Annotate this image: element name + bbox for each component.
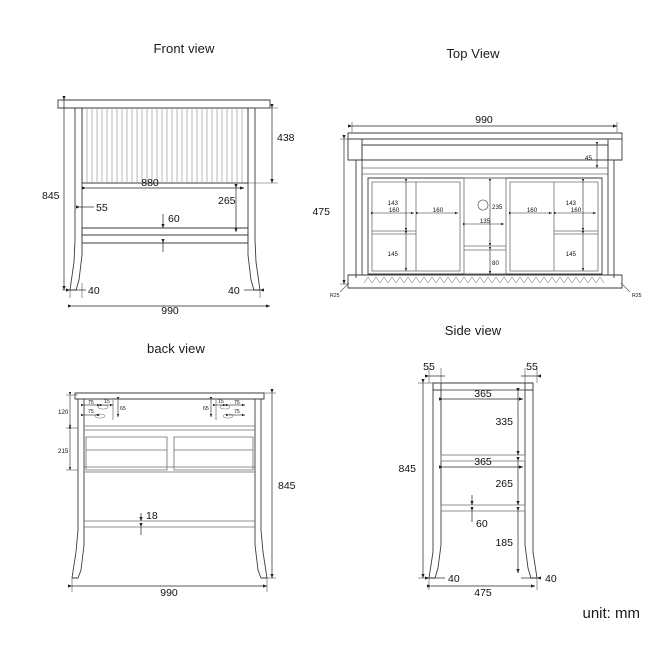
side-dim-365-upper: 365	[474, 388, 492, 400]
side-dim-55-right: 55	[526, 361, 538, 373]
front-top-board	[57, 99, 271, 109]
top-dim-235: 235	[492, 204, 503, 211]
side-shelf-lower	[440, 504, 526, 512]
front-view-title: Front view	[153, 41, 215, 56]
top-dim-160-r1: 160	[527, 207, 538, 214]
top-dim-145-right: 145	[566, 251, 577, 258]
side-dim-335: 335	[495, 416, 513, 428]
top-dim-475: 475	[312, 206, 330, 218]
top-cell-left	[371, 181, 461, 272]
top-dim-145-left: 145	[388, 251, 399, 258]
back-view-title: back view	[147, 341, 205, 356]
front-mid-rail	[81, 227, 249, 236]
front-view-group: 845 438 880 55 265 60	[42, 95, 295, 317]
front-dim-438: 438	[277, 132, 295, 144]
top-center-column	[463, 177, 507, 275]
top-dim-143-right: 143	[566, 200, 577, 207]
top-dim-r25-left: R25	[330, 293, 340, 299]
unit-label: unit: mm	[582, 605, 640, 622]
front-dim-845: 845	[42, 190, 60, 202]
front-dim-40-left: 40	[88, 285, 100, 297]
top-dim-r25-right: R25	[632, 293, 642, 299]
side-view-group: 55 55 845 365 335 365 265	[398, 361, 556, 599]
back-dim-18: 18	[146, 510, 158, 522]
side-dim-40-right: 40	[545, 573, 557, 585]
top-dim-135: 135	[480, 218, 491, 225]
top-apron	[361, 144, 609, 161]
back-dim-990: 990	[160, 587, 178, 599]
back-detail-left: 75 15 65 75	[81, 397, 126, 420]
top-dim-160-l2: 160	[433, 207, 444, 214]
top-view-group: 990	[312, 114, 641, 299]
top-dim-143-left: 143	[388, 200, 399, 207]
top-board	[347, 132, 623, 140]
side-dim-40-left: 40	[448, 573, 460, 585]
back-compartment-right	[173, 436, 254, 471]
top-view-title: Top View	[446, 46, 500, 61]
top-dim-80: 80	[492, 260, 499, 267]
top-corner-right	[607, 138, 623, 161]
top-interior-frame	[367, 177, 603, 275]
side-dim-185: 185	[495, 537, 513, 549]
back-detail-75c: 75	[234, 400, 240, 406]
side-dim-60: 60	[476, 518, 488, 530]
front-leg-left	[69, 107, 83, 291]
back-dim-215: 215	[58, 448, 69, 455]
back-detail-75d: 75	[234, 409, 240, 415]
side-shelf-upper	[440, 454, 526, 462]
side-dim-265: 265	[495, 478, 513, 490]
top-dim-45: 45	[585, 155, 592, 162]
front-dim-40-right: 40	[228, 285, 240, 297]
front-slats	[86, 109, 243, 182]
front-dim-880: 880	[141, 177, 159, 189]
back-detail-65a: 65	[120, 406, 126, 412]
side-leg-right	[524, 382, 538, 579]
top-corner-left	[347, 138, 363, 161]
back-compartment-left	[85, 436, 168, 471]
back-view-group: 75 15 65 75 65 15 75 75	[58, 388, 296, 599]
top-dim-160-l1: 160	[389, 207, 400, 214]
back-leg-right	[254, 398, 268, 579]
side-dim-475: 475	[474, 587, 492, 599]
back-leg-left	[71, 398, 85, 579]
front-leg-right	[247, 107, 261, 291]
back-detail-right: 65 15 75 75	[203, 397, 256, 420]
back-detail-15b: 15	[218, 399, 224, 405]
top-dim-160-r2: 160	[571, 207, 582, 214]
front-dimensions: 845 438 880 55 265 60	[42, 95, 295, 317]
back-dim-120: 120	[58, 409, 69, 416]
top-base-zigzag	[363, 276, 605, 284]
front-dim-990: 990	[161, 305, 179, 317]
top-dim-990: 990	[475, 114, 493, 126]
front-dim-55: 55	[96, 202, 108, 214]
front-dim-60: 60	[168, 213, 180, 225]
side-leg-left	[428, 382, 442, 579]
back-top-board	[74, 392, 265, 400]
back-dim-845: 845	[278, 480, 296, 492]
side-dim-365-lower: 365	[474, 456, 492, 468]
back-detail-75b: 75	[88, 409, 94, 415]
back-detail-65b: 65	[203, 406, 209, 412]
back-detail-75a: 75	[88, 400, 94, 406]
side-view-title: Side view	[444, 323, 502, 338]
side-dim-845: 845	[398, 463, 416, 475]
back-detail-15a: 15	[104, 399, 110, 405]
front-dim-265: 265	[218, 195, 236, 207]
top-cell-right	[509, 181, 599, 272]
side-dim-55-left: 55	[423, 361, 435, 373]
top-center-knob-icon	[477, 199, 489, 211]
